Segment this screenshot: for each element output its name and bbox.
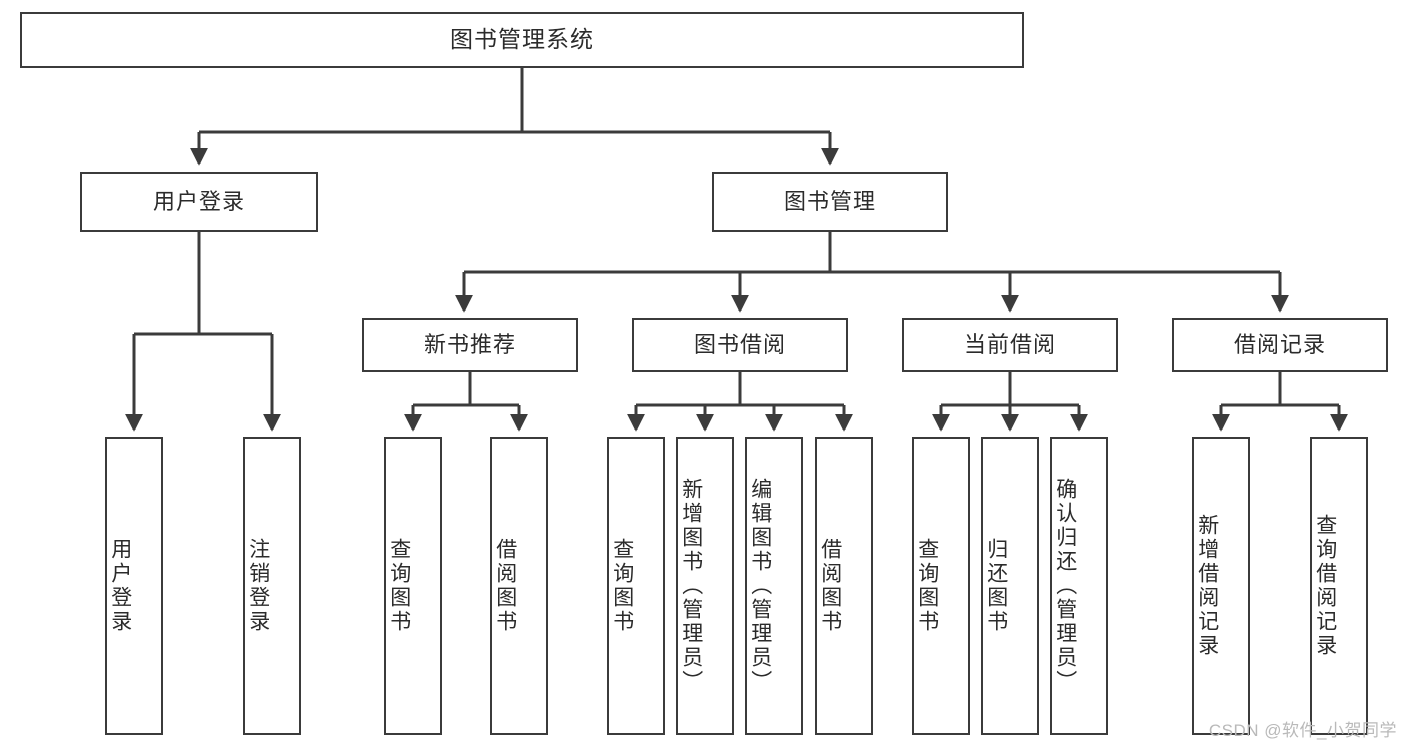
node-leaf-query-book-2[interactable]: 查询图书: [607, 437, 665, 735]
node-label: 当前借阅: [963, 331, 1056, 357]
node-label: 借阅图书: [818, 538, 842, 634]
node-leaf-add-borrow-record[interactable]: 新增借阅记录: [1192, 437, 1250, 735]
node-label: 查询图书: [610, 538, 634, 634]
node-leaf-borrow-book-1[interactable]: 借阅图书: [490, 437, 548, 735]
node-label: 图书管理: [783, 188, 876, 214]
node-leaf-edit-book-admin[interactable]: 编辑图书（管理员）: [745, 437, 803, 735]
node-user-login[interactable]: 用户登录: [80, 172, 318, 232]
watermark: CSDN @软件_小贺同学: [1208, 721, 1397, 740]
node-root-book-management-system[interactable]: 图书管理系统: [20, 12, 1024, 68]
node-label: 借阅记录: [1233, 331, 1326, 357]
node-label: 新增借阅记录: [1195, 514, 1219, 658]
node-label: 新增图书（管理员）: [679, 478, 703, 694]
node-leaf-query-borrow-record[interactable]: 查询借阅记录: [1310, 437, 1368, 735]
node-label: 借阅图书: [493, 538, 517, 634]
node-leaf-query-book-3[interactable]: 查询图书: [912, 437, 970, 735]
node-leaf-query-book-1[interactable]: 查询图书: [384, 437, 442, 735]
node-current-borrow[interactable]: 当前借阅: [902, 318, 1118, 372]
node-label: 注销登录: [246, 538, 270, 634]
node-label: 图书借阅: [693, 331, 786, 357]
node-leaf-borrow-book-2[interactable]: 借阅图书: [815, 437, 873, 735]
node-leaf-return-book[interactable]: 归还图书: [981, 437, 1039, 735]
node-leaf-confirm-return-admin[interactable]: 确认归还（管理员）: [1050, 437, 1108, 735]
node-label: 查询借阅记录: [1313, 514, 1337, 658]
node-label: 查询图书: [915, 538, 939, 634]
node-label: 确认归还（管理员）: [1053, 478, 1077, 694]
node-leaf-add-book-admin[interactable]: 新增图书（管理员）: [676, 437, 734, 735]
node-label: 用户登录: [152, 188, 245, 214]
node-label: 用户登录: [108, 538, 132, 634]
node-label: 编辑图书（管理员）: [748, 478, 772, 694]
node-label: 查询图书: [387, 538, 411, 634]
node-label: 新书推荐: [423, 331, 516, 357]
node-label: 图书管理系统: [450, 26, 594, 53]
node-book-management[interactable]: 图书管理: [712, 172, 948, 232]
node-leaf-logout-login[interactable]: 注销登录: [243, 437, 301, 735]
node-book-borrow[interactable]: 图书借阅: [632, 318, 848, 372]
node-label: 归还图书: [984, 538, 1008, 634]
node-borrow-record[interactable]: 借阅记录: [1172, 318, 1388, 372]
node-new-book-recommend[interactable]: 新书推荐: [362, 318, 578, 372]
node-leaf-user-login[interactable]: 用户登录: [105, 437, 163, 735]
